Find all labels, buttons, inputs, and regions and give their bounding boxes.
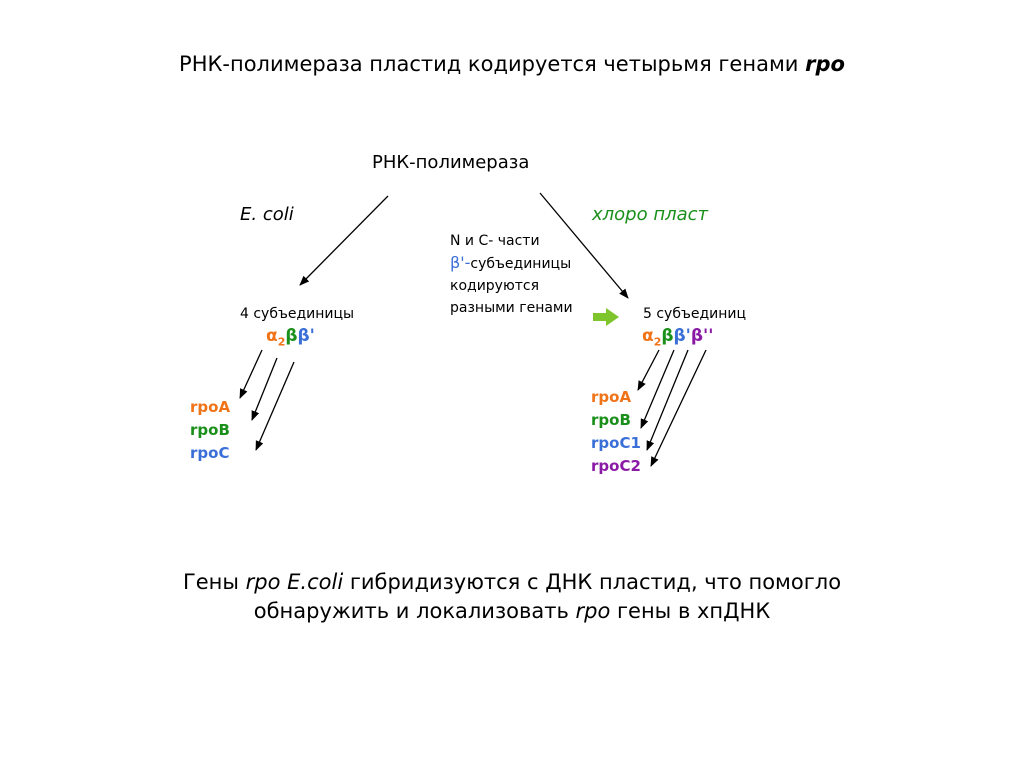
right-beta-double-prime: β''	[690, 326, 714, 346]
right-alpha: α	[642, 326, 654, 346]
beta-prime-note: N и C- части β'-субъединицы кодируются р…	[450, 230, 573, 319]
note-line-3: кодируются	[450, 278, 540, 294]
left-gene-rpoc: rpoC	[190, 444, 230, 462]
footer-line-2: обнаружить и локализовать rpo гены в хпД…	[0, 597, 1024, 626]
rna-polymerase-label: РНК-полимераза	[372, 152, 530, 173]
left-alpha: α	[266, 326, 278, 346]
footer-l1-italic: rpo E.coli	[245, 570, 344, 594]
footer-line-1: Гены rpo E.coli гибридизуются с ДНК плас…	[0, 568, 1024, 597]
left-alpha-sub: 2	[277, 335, 286, 349]
right-formula: α2ββ'β''	[642, 326, 713, 348]
note-line-2-rest: субъединицы	[470, 256, 572, 272]
green-block-arrow	[593, 308, 619, 326]
arrow-left-beta-prime	[255, 361, 295, 451]
right-gene-rpoc2: rpoC2	[591, 457, 641, 475]
note-line-2: β'-субъединицы	[450, 252, 573, 275]
title-italic: rpo	[805, 52, 845, 76]
footer-l2-italic: rpo	[575, 599, 611, 623]
footer-l2-b: гены в хпДНК	[610, 599, 771, 623]
title-text: РНК-полимераза пластид кодируется четырь…	[179, 52, 806, 76]
arrow-right-beta-double-prime	[650, 349, 707, 467]
right-gene-rpoc1: rpoC1	[591, 434, 641, 452]
ecoli-label: E. coli	[240, 204, 294, 225]
footer-l1-a: Гены	[182, 570, 246, 594]
footer-l2-a: обнаружить и локализовать	[253, 599, 576, 623]
arrow-left-beta	[251, 357, 278, 421]
arrow-to-ecoli	[299, 195, 389, 286]
arrow-left-alpha	[239, 349, 263, 399]
right-gene-rpoa: rpoA	[591, 388, 632, 406]
note-line-1: N и C- части	[450, 233, 540, 249]
left-formula: α2ββ'	[266, 326, 315, 348]
left-gene-list: rpoA rpoB rpoC	[190, 396, 230, 465]
arrow-right-alpha	[637, 349, 660, 391]
right-alpha-sub: 2	[653, 335, 662, 349]
note-line-4: разными генами	[450, 300, 573, 316]
arrow-to-chloroplast	[539, 192, 629, 299]
left-beta: β	[285, 326, 298, 346]
footer-text: Гены rpo E.coli гибридизуются с ДНК плас…	[0, 568, 1024, 626]
right-beta: β	[661, 326, 674, 346]
arrow-right-beta	[640, 349, 675, 429]
footer-l1-b: гибридизуются с ДНК пластид, что помогло	[343, 570, 842, 594]
note-beta-symbol: β'-	[450, 253, 471, 272]
right-subunits-label: 5 субъединиц	[643, 306, 747, 322]
slide-title: РНК-полимераза пластид кодируется четырь…	[0, 52, 1024, 76]
arrow-right-beta-prime	[646, 349, 689, 451]
chloroplast-label: хлоро пласт	[592, 204, 709, 225]
right-gene-list: rpoA rpoB rpoC1 rpoC2	[591, 386, 641, 478]
left-subunits-label: 4 субъединицы	[240, 306, 355, 322]
left-gene-rpoa: rpoA	[190, 398, 231, 416]
right-gene-rpob: rpoB	[591, 411, 631, 429]
left-gene-rpob: rpoB	[190, 421, 230, 439]
right-beta-prime: β'	[673, 326, 691, 346]
left-beta-prime: β'	[297, 326, 315, 346]
